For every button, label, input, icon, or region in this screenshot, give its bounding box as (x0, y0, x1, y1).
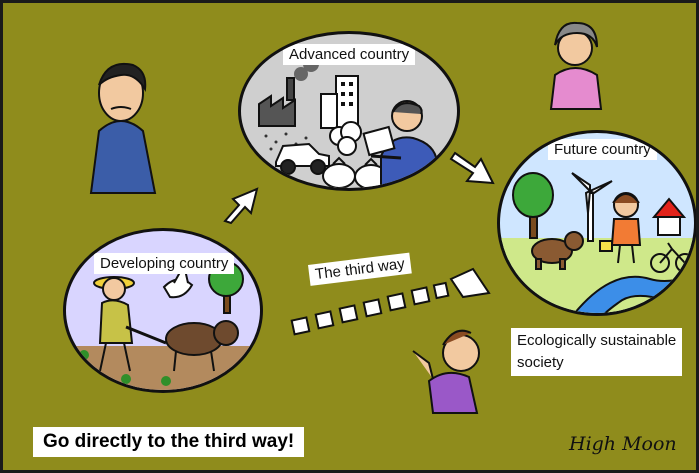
future-country-label: Future country (548, 139, 657, 160)
future-country-bubble: Future country (497, 130, 696, 316)
third-way-dashed-arrow (290, 267, 491, 336)
tree-icon (512, 172, 554, 239)
overlay-graphics (89, 21, 603, 414)
eco-society-label: Ecologically sustainable society (511, 328, 683, 376)
smoke-cloud-icon (329, 121, 362, 156)
artist-signature: High Moon (569, 433, 677, 455)
arrow-up-right (223, 187, 259, 225)
advanced-country-bubble: Advanced country (238, 31, 460, 191)
office-worker-icon (362, 100, 438, 188)
developing-country-bubble: Developing country (63, 228, 263, 393)
car-icon (275, 142, 330, 175)
farmer-icon (93, 276, 167, 372)
pointing-person-icon (412, 329, 480, 414)
eco-society-line2: society (517, 354, 564, 371)
main-caption: Go directly to the third way! (33, 427, 305, 457)
developing-country-illustration (66, 261, 260, 390)
ox-icon (165, 320, 239, 372)
arrow-down-right (449, 151, 495, 185)
stream-icon (573, 274, 694, 313)
dog-icon (531, 231, 584, 270)
eco-society-line1: Ecologically sustainable (517, 332, 677, 349)
future-country-illustration (500, 172, 694, 313)
advanced-country-illustration (258, 56, 438, 188)
worried-man-icon (89, 63, 157, 194)
city-buildings-icon (320, 75, 359, 129)
developing-country-label: Developing country (94, 253, 235, 274)
advanced-country-label: Advanced country (283, 44, 416, 65)
old-woman-icon (549, 21, 603, 110)
garbage-bags-icon (322, 156, 388, 188)
bicycle-icon (650, 242, 694, 273)
girl-icon (599, 192, 642, 264)
house-icon (651, 197, 687, 236)
factory-icon (258, 77, 296, 127)
wind-turbine-icon (571, 172, 613, 242)
